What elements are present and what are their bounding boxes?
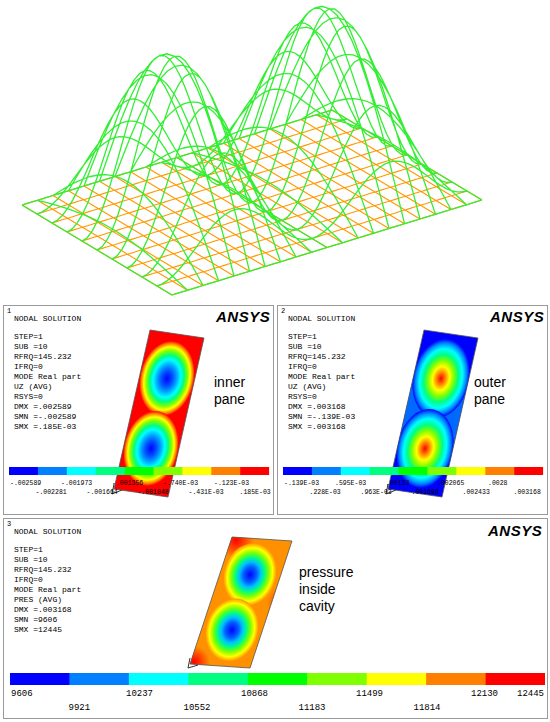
solution-parameter: MODE Real part: [14, 585, 81, 594]
scale-value: 12445: [517, 689, 544, 699]
scale-value: 12130: [471, 689, 498, 699]
solution-parameter: RFRQ=145.232: [288, 352, 346, 361]
solution-parameter: DMX =.002589: [14, 402, 72, 411]
deformed-mesh: [22, 6, 482, 295]
solution-parameter: SMN =9606: [14, 615, 57, 624]
solution-parameter: DMX =.003168: [288, 402, 346, 411]
solution-parameter: DMX =.003168: [14, 605, 72, 614]
scale-value: 10868: [241, 689, 268, 699]
contour-lobe: [405, 333, 477, 423]
solution-parameter: STEP=1: [14, 332, 43, 341]
scale-value: .0028: [488, 480, 508, 487]
scale-value: -.002589: [10, 480, 41, 487]
deformed-grid: [22, 6, 482, 295]
software-logo: ANSYS: [216, 308, 270, 325]
window-number: 1: [7, 307, 11, 315]
color-scale-bar: [9, 467, 269, 475]
solution-parameter: IFRQ=0: [288, 362, 317, 371]
mode-shape-mesh: [0, 0, 550, 300]
solution-parameter: SMX =12445: [14, 625, 62, 634]
plot-label: outer pane: [474, 374, 532, 408]
solution-parameter: RFRQ=145.232: [14, 565, 72, 574]
plate-ground: [100, 320, 220, 510]
plate-outline: [190, 537, 292, 668]
scale-value: .001698: [412, 489, 439, 496]
scale-value: .002433: [463, 489, 490, 496]
scale-value: -.002281: [36, 489, 67, 496]
solution-parameter: RSYS=0: [14, 392, 43, 401]
color-scale-bar: [10, 673, 545, 685]
solution-parameter: STEP=1: [14, 545, 43, 554]
outer-pane-plot: [374, 320, 494, 510]
cavity-pressure-plot: [178, 522, 307, 678]
scale-value: .228E-03: [310, 489, 341, 496]
solution-parameter: SMX =.003168: [288, 422, 346, 431]
scale-value: .00133: [386, 480, 409, 487]
scale-value: 11499: [356, 689, 383, 699]
scale-value: -.123E-03: [214, 480, 249, 487]
result-heading: NODAL SOLUTION: [14, 527, 81, 536]
scale-value: .963E-03: [361, 489, 392, 496]
result-heading: NODAL SOLUTION: [288, 314, 355, 323]
solution-parameter: RFRQ=145.232: [14, 352, 72, 361]
axis-triad: [188, 658, 198, 668]
solution-parameter: SUB =10: [288, 342, 322, 351]
scale-value: 11814: [414, 703, 441, 713]
solution-parameter: STEP=1: [288, 332, 317, 341]
plate-ground: [374, 320, 494, 510]
solution-parameter: PRES (AVG): [14, 595, 62, 604]
solution-parameter: RSYS=0: [288, 392, 317, 401]
scale-value: -.431E-03: [189, 489, 224, 496]
scale-value: .185E-03: [240, 489, 271, 496]
contour-lobe: [116, 405, 185, 491]
solution-parameter: SMN =-.002589: [14, 412, 76, 421]
color-scale-bar: [283, 467, 543, 475]
scale-value: 10237: [126, 689, 153, 699]
software-logo: ANSYS: [488, 522, 542, 539]
solution-parameter: IFRQ=0: [14, 362, 43, 371]
window-number: 2: [281, 307, 285, 315]
scale-value: 11183: [299, 703, 326, 713]
scale-value: .002065: [437, 480, 464, 487]
solution-parameter: SUB =10: [14, 555, 48, 564]
contour-lobe: [197, 591, 266, 668]
scale-value: -.001973: [61, 480, 92, 487]
contour-lobe: [132, 335, 201, 421]
solution-parameter: SMX =.185E-03: [14, 422, 76, 431]
scale-value: 9921: [69, 703, 91, 713]
solution-parameter: UZ (AVG): [288, 382, 326, 391]
scale-value: 9606: [11, 689, 33, 699]
scale-value: -.740E-03: [163, 480, 198, 487]
result-heading: NODAL SOLUTION: [14, 314, 81, 323]
solution-parameter: IFRQ=0: [14, 575, 43, 584]
result-panel: 1NODAL SOLUTION STEP=1SUB =10RFRQ=145.232…: [3, 305, 274, 515]
solution-parameter: MODE Real part: [288, 372, 355, 381]
solution-parameter: MODE Real part: [14, 372, 81, 381]
plot-label: pressure inside cavity: [299, 564, 365, 614]
scale-value: -.001664: [87, 489, 118, 496]
result-panel: 2NODAL SOLUTION STEP=1SUB =10RFRQ=145.232…: [277, 305, 548, 515]
solution-parameter: UZ (AVG): [14, 382, 52, 391]
inner-pane-plot: [100, 320, 220, 510]
scale-value: 10552: [184, 703, 211, 713]
result-panel: 3NODAL SOLUTION STEP=1SUB =10RFRQ=145.232…: [3, 518, 548, 719]
scale-value: -.001356: [112, 480, 143, 487]
solution-parameter: SUB =10: [14, 342, 48, 351]
window-number: 3: [7, 520, 11, 528]
plot-label: inner pane: [214, 374, 272, 408]
scale-value: -.001048: [138, 489, 169, 496]
scale-value: -.139E-03: [284, 480, 319, 487]
solution-parameter: SMN =-.139E-03: [288, 412, 355, 421]
scale-value: .595E-03: [335, 480, 366, 487]
software-logo: ANSYS: [490, 308, 544, 325]
scale-value: .003168: [514, 489, 541, 496]
